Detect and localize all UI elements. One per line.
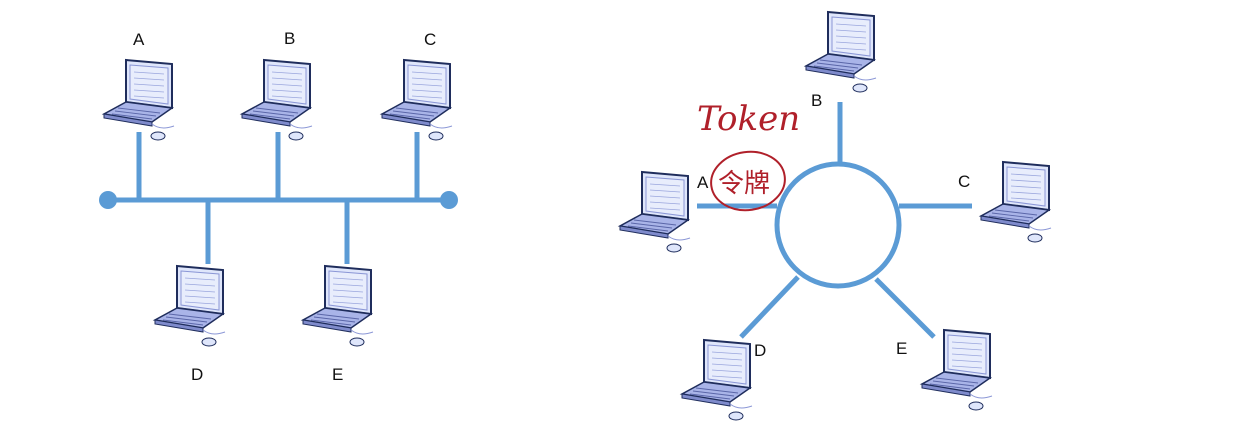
laptop-icon <box>805 11 877 93</box>
laptop-icon <box>921 329 993 411</box>
ring-node-label-d: D <box>754 341 766 360</box>
laptop-icon <box>302 265 374 347</box>
bus-node-label-a: A <box>133 30 145 49</box>
ring-link-e <box>874 277 936 339</box>
ring-node-label-b: B <box>811 91 822 110</box>
ring-node-label-a: A <box>697 173 709 192</box>
laptop-icon <box>241 59 313 141</box>
laptop-icon <box>681 339 753 421</box>
token-annotation: Token <box>697 99 800 139</box>
laptop-icon <box>154 265 226 347</box>
laptop-icon <box>619 171 691 253</box>
bus-terminator-right <box>440 191 458 209</box>
ring-topology: B A C D E Token 令牌 <box>619 11 1052 421</box>
ring-loop <box>774 161 902 289</box>
bus-node-label-e: E <box>332 365 343 384</box>
ring-node-label-c: C <box>958 172 970 191</box>
ring-link-d <box>739 275 800 339</box>
token-annotation-circle <box>710 150 786 212</box>
laptop-icon <box>980 161 1052 243</box>
token-chinese-annotation: 令牌 <box>718 169 770 199</box>
ring-node-label-e: E <box>896 339 907 358</box>
bus-topology: A B C D E <box>99 29 458 384</box>
bus-node-label-b: B <box>284 29 295 48</box>
bus-terminator-left <box>99 191 117 209</box>
laptop-icon <box>381 59 453 141</box>
laptop-icon <box>103 59 175 141</box>
bus-node-label-d: D <box>191 365 203 384</box>
bus-node-label-c: C <box>424 30 436 49</box>
